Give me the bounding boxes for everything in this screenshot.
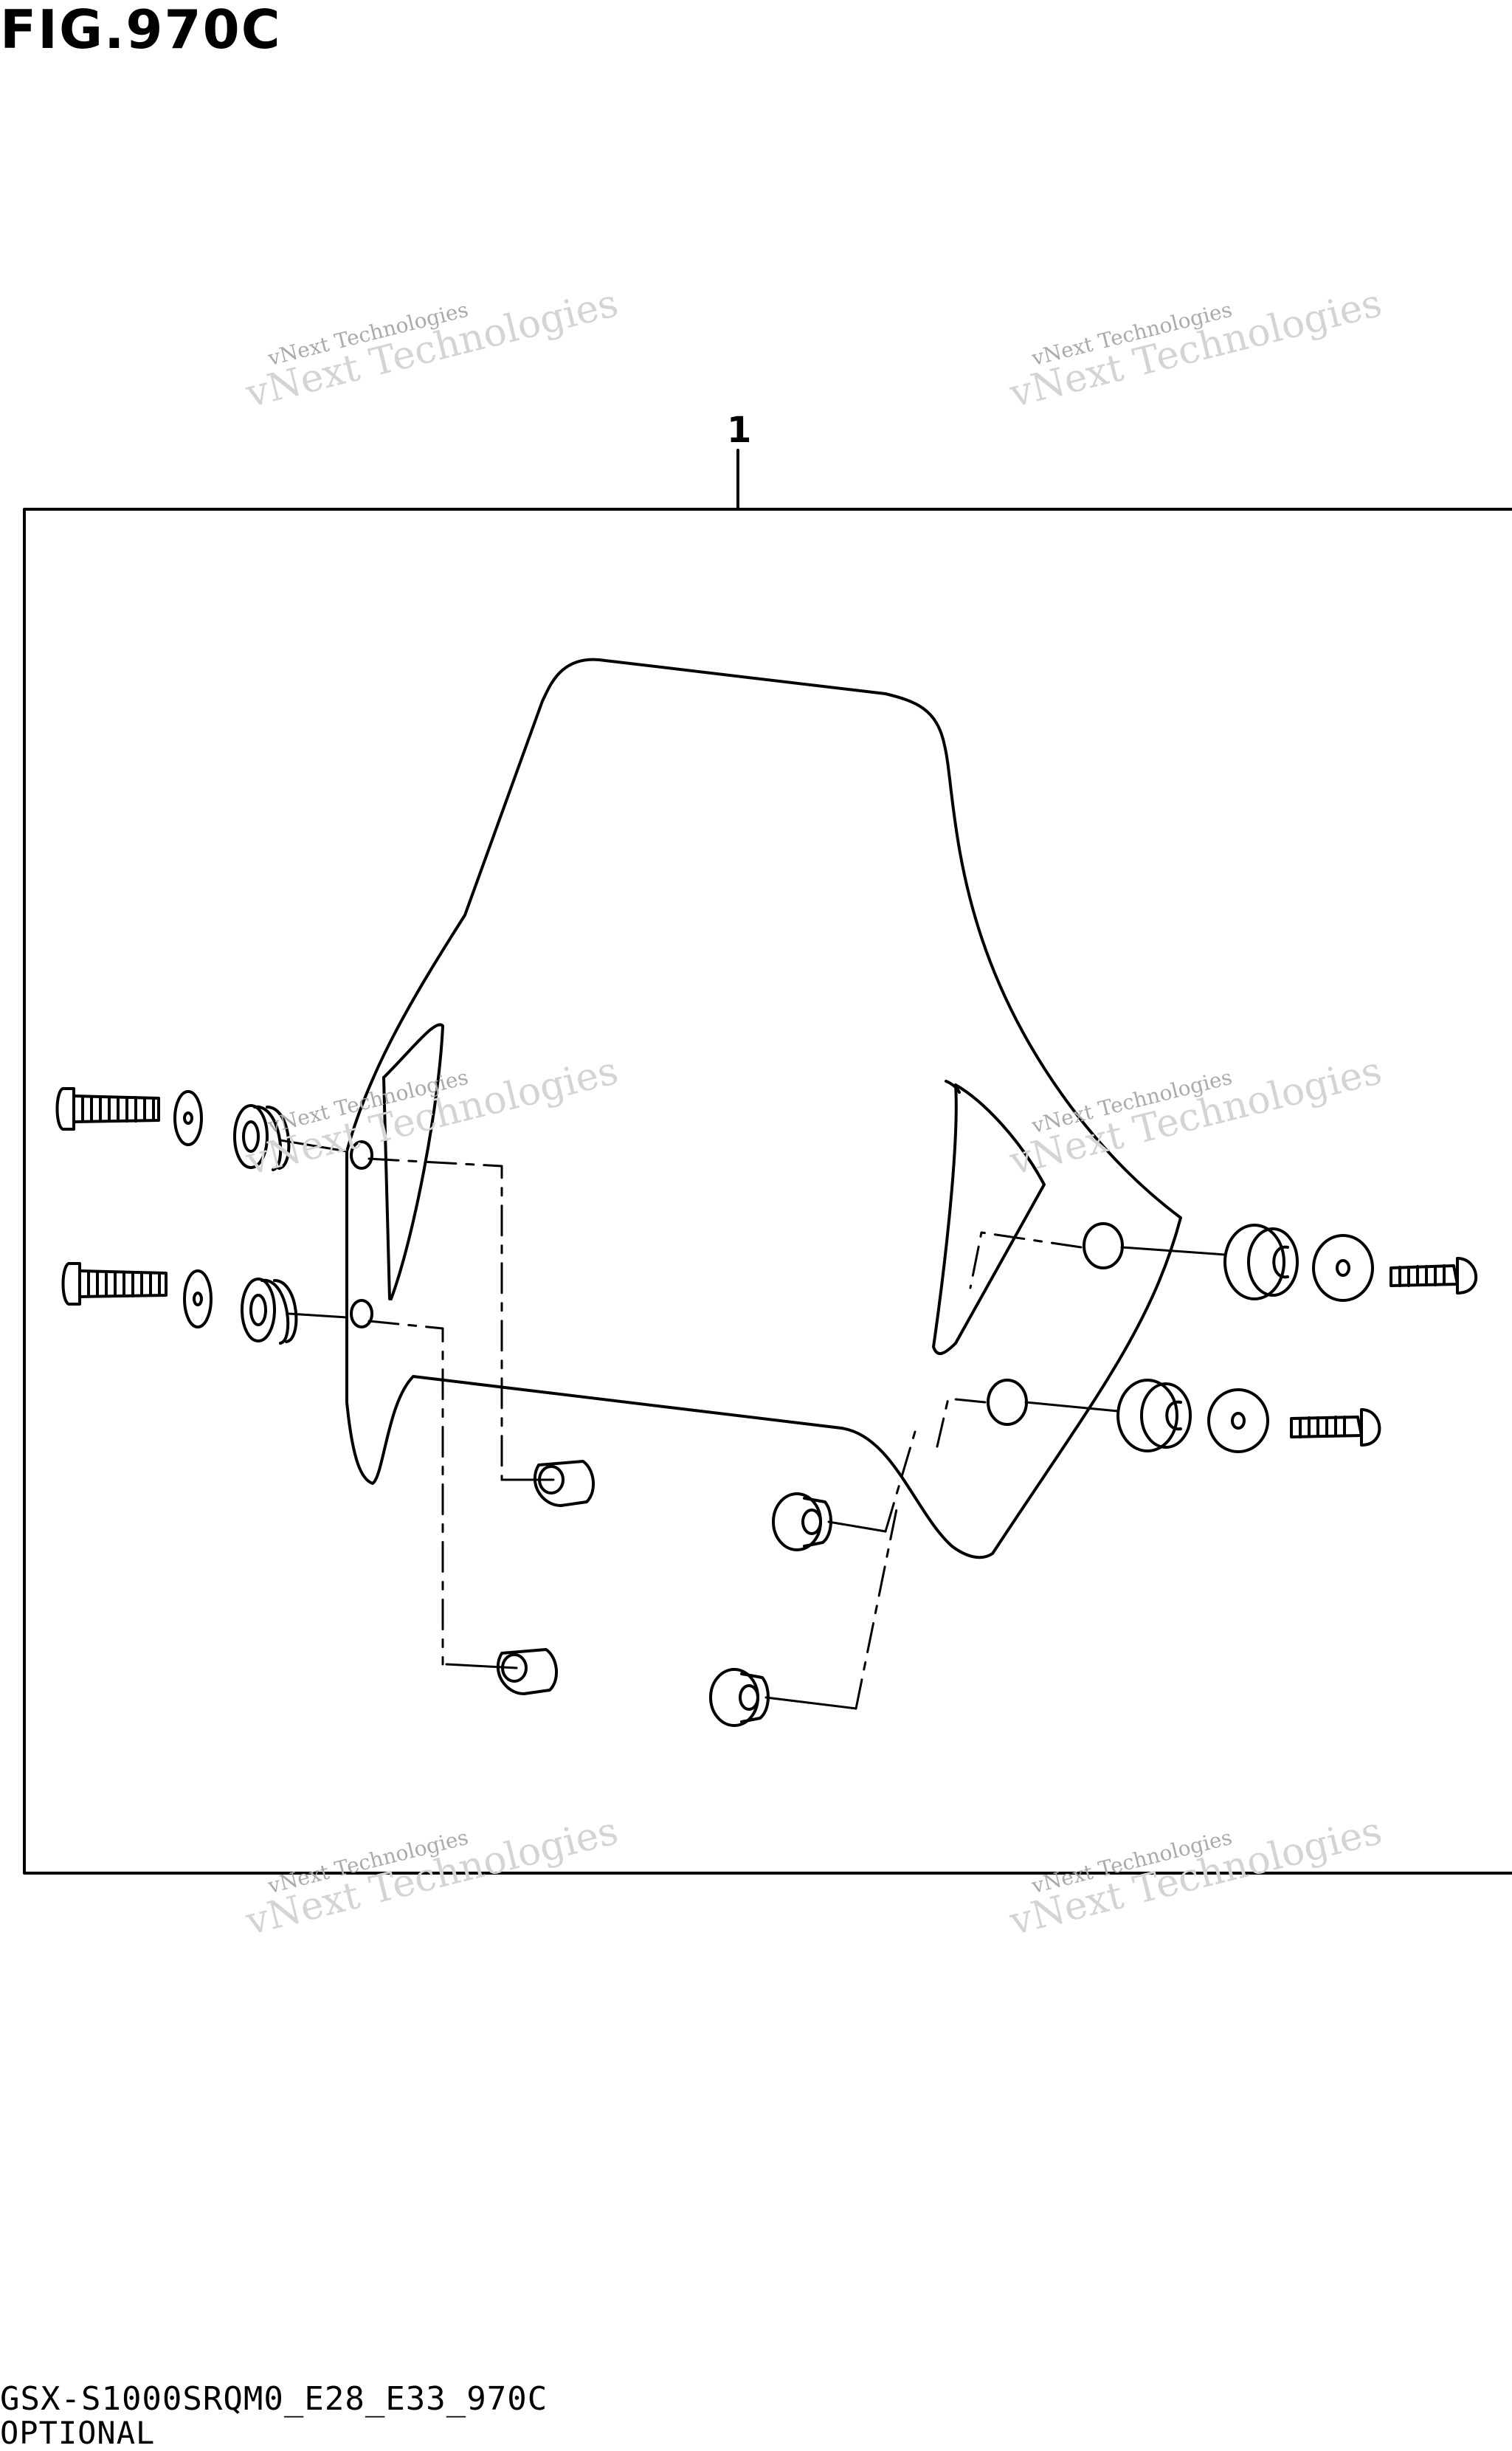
grommet-right-lower: [1116, 1379, 1178, 1452]
washer-right-lower: [1207, 1388, 1269, 1453]
bolt-left-upper: [55, 1087, 160, 1131]
model-code: GSX-S1000SRQM0_E28_E33_970C: [0, 2380, 548, 2418]
windscreen: [345, 658, 1182, 1559]
nut-right-lower: [709, 1668, 770, 1727]
nut-left-upper: [533, 1460, 596, 1507]
grommet-right-upper: [1223, 1224, 1285, 1300]
nut-left-lower: [496, 1648, 559, 1695]
callout-part-1: 1: [727, 410, 752, 451]
windscreen-right-plate: [932, 1083, 1046, 1355]
washer-right-upper: [1312, 1234, 1374, 1302]
hole-right-upper: [1083, 1222, 1124, 1269]
optional-note: OPTIONAL: [0, 2415, 156, 2451]
hole-right-lower: [987, 1379, 1028, 1426]
bolt-right-lower: [1290, 1408, 1381, 1447]
bolt-right-upper: [1390, 1257, 1478, 1295]
figure-title: FIG.970C: [0, 0, 282, 61]
windscreen-left-plate: [382, 1023, 444, 1300]
bolt-left-lower: [61, 1262, 168, 1306]
nut-right-upper: [772, 1492, 832, 1551]
part-frame: [23, 508, 1512, 1875]
